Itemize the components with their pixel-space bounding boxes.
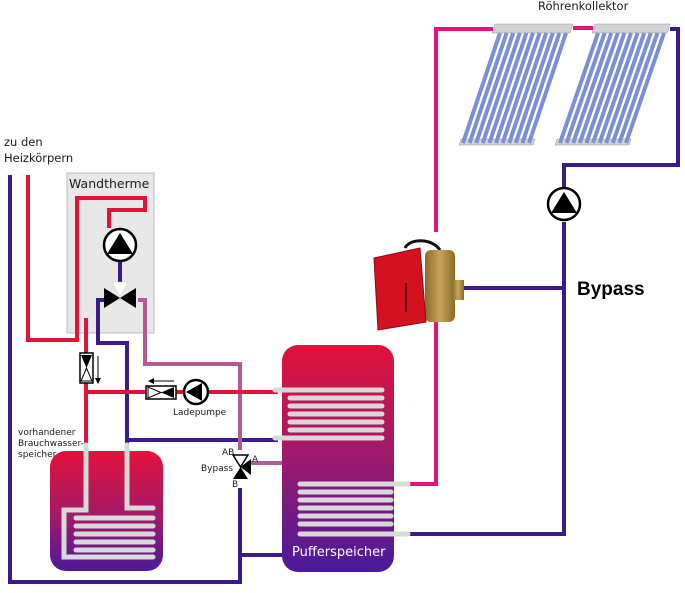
dhw-tank xyxy=(50,442,163,571)
collector-tubes-2 xyxy=(558,32,666,144)
bypass-label: Bypass xyxy=(577,279,645,300)
port-a-label: A xyxy=(252,455,259,465)
collector-tube xyxy=(577,32,620,144)
solar-circuit xyxy=(408,27,680,536)
buffer-tank: Pufferspeicher xyxy=(272,345,411,572)
charge-pump-icon xyxy=(182,378,210,406)
dhw-label-line3: speicher xyxy=(18,450,57,460)
collector-tube xyxy=(604,32,647,144)
bypass-valve-label: Bypass xyxy=(201,464,233,474)
check-valve-icon xyxy=(79,352,101,384)
collector-tube xyxy=(558,32,600,144)
collector-header-2 xyxy=(591,23,671,34)
collector-tube xyxy=(584,32,627,144)
collector-tube xyxy=(591,32,633,144)
port-ab-label: AB xyxy=(222,448,234,458)
collector-tube xyxy=(487,32,529,144)
collector-tube xyxy=(571,32,614,144)
port-b-label: B xyxy=(232,480,238,490)
buffer-label: Pufferspeicher xyxy=(292,545,386,560)
radiators-label-line1: zu den xyxy=(4,135,43,149)
buffer-coil-top xyxy=(272,387,385,441)
solar-collector xyxy=(458,23,671,146)
collector-tube xyxy=(480,32,522,144)
collector-tube xyxy=(494,32,535,144)
collector-tube xyxy=(527,32,568,144)
collector-tube xyxy=(617,32,660,144)
bypass-valve-icon xyxy=(231,454,251,479)
dhw-label-line1: vorhandener xyxy=(18,428,76,438)
collector-tube xyxy=(461,32,502,144)
collector-tube xyxy=(610,32,653,144)
collector-tube xyxy=(507,32,549,144)
collector-label: Röhrenkollektor xyxy=(538,0,629,13)
collector-tube xyxy=(564,32,607,144)
collector-tube xyxy=(500,32,542,144)
charge-pump-label: Ladepumpe xyxy=(173,408,227,418)
radiators-label-line2: Heizkörpern xyxy=(4,151,73,165)
buffer-coil-bottom xyxy=(297,481,411,537)
boiler-pump-icon xyxy=(102,227,138,263)
collector-tube xyxy=(467,32,509,144)
collector-tubes-1 xyxy=(461,32,568,144)
collector-header-1 xyxy=(491,23,574,34)
charge-check-valve-icon xyxy=(145,378,177,400)
boiler-label: Wandtherme xyxy=(69,176,150,191)
collector-tube xyxy=(474,32,516,144)
motorized-valve-icon xyxy=(373,239,464,336)
collector-tube xyxy=(597,32,640,144)
collector-tube xyxy=(513,32,555,144)
dhw-label-line2: Brauchwasser- xyxy=(18,439,84,449)
boiler-valve-icon xyxy=(104,281,136,308)
collector-tube xyxy=(520,32,562,144)
collector-tube xyxy=(624,32,666,144)
solar-pump-icon xyxy=(546,186,582,222)
